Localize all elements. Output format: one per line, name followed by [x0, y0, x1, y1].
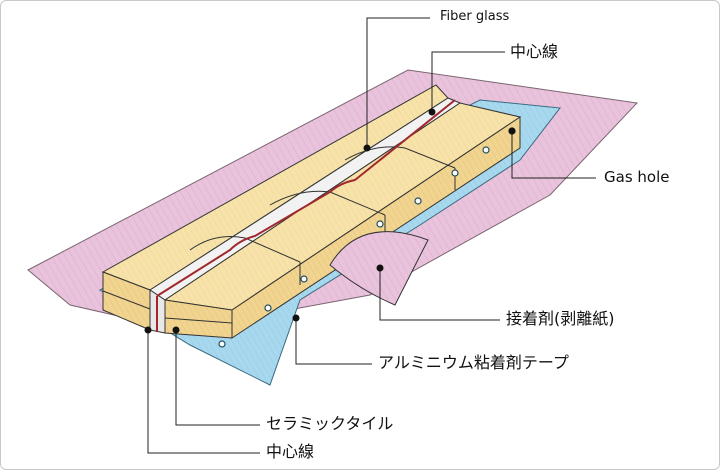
leader-dots: [144, 108, 516, 334]
center-line-top-label: 中心線: [510, 42, 559, 61]
tile-side-right: [231, 116, 521, 339]
leader-lines: [147, 17, 596, 454]
adhesive-label: 接着剤(剥離紙): [506, 309, 615, 328]
tile-joint-line: [344, 146, 456, 169]
gas-hole-label: Gas hole: [604, 168, 670, 186]
fiber-glass-label: Fiber glass: [440, 9, 510, 24]
center-line: [156, 99, 456, 297]
aluminum-tape-label: アルミニウム粘着剤テープ: [378, 353, 569, 372]
center-line-bottom-label: 中心線: [266, 442, 315, 461]
tile-joint-line: [189, 236, 301, 263]
ceramic-tile-label: セラミックタイル: [266, 414, 394, 433]
